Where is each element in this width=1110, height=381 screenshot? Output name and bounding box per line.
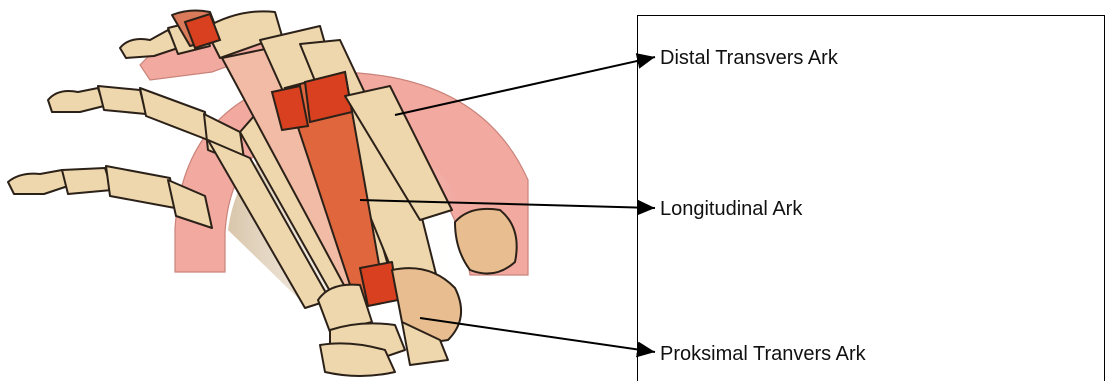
longitudinal-arch-label: Longitudinal Ark [660,199,802,219]
proximal-arch-label: Proksimal Tranvers Ark [660,344,866,364]
distal-leader-line [395,57,655,115]
proximal-leader-line [420,318,655,352]
distal-arch-label: Distal Transvers Ark [660,48,838,68]
